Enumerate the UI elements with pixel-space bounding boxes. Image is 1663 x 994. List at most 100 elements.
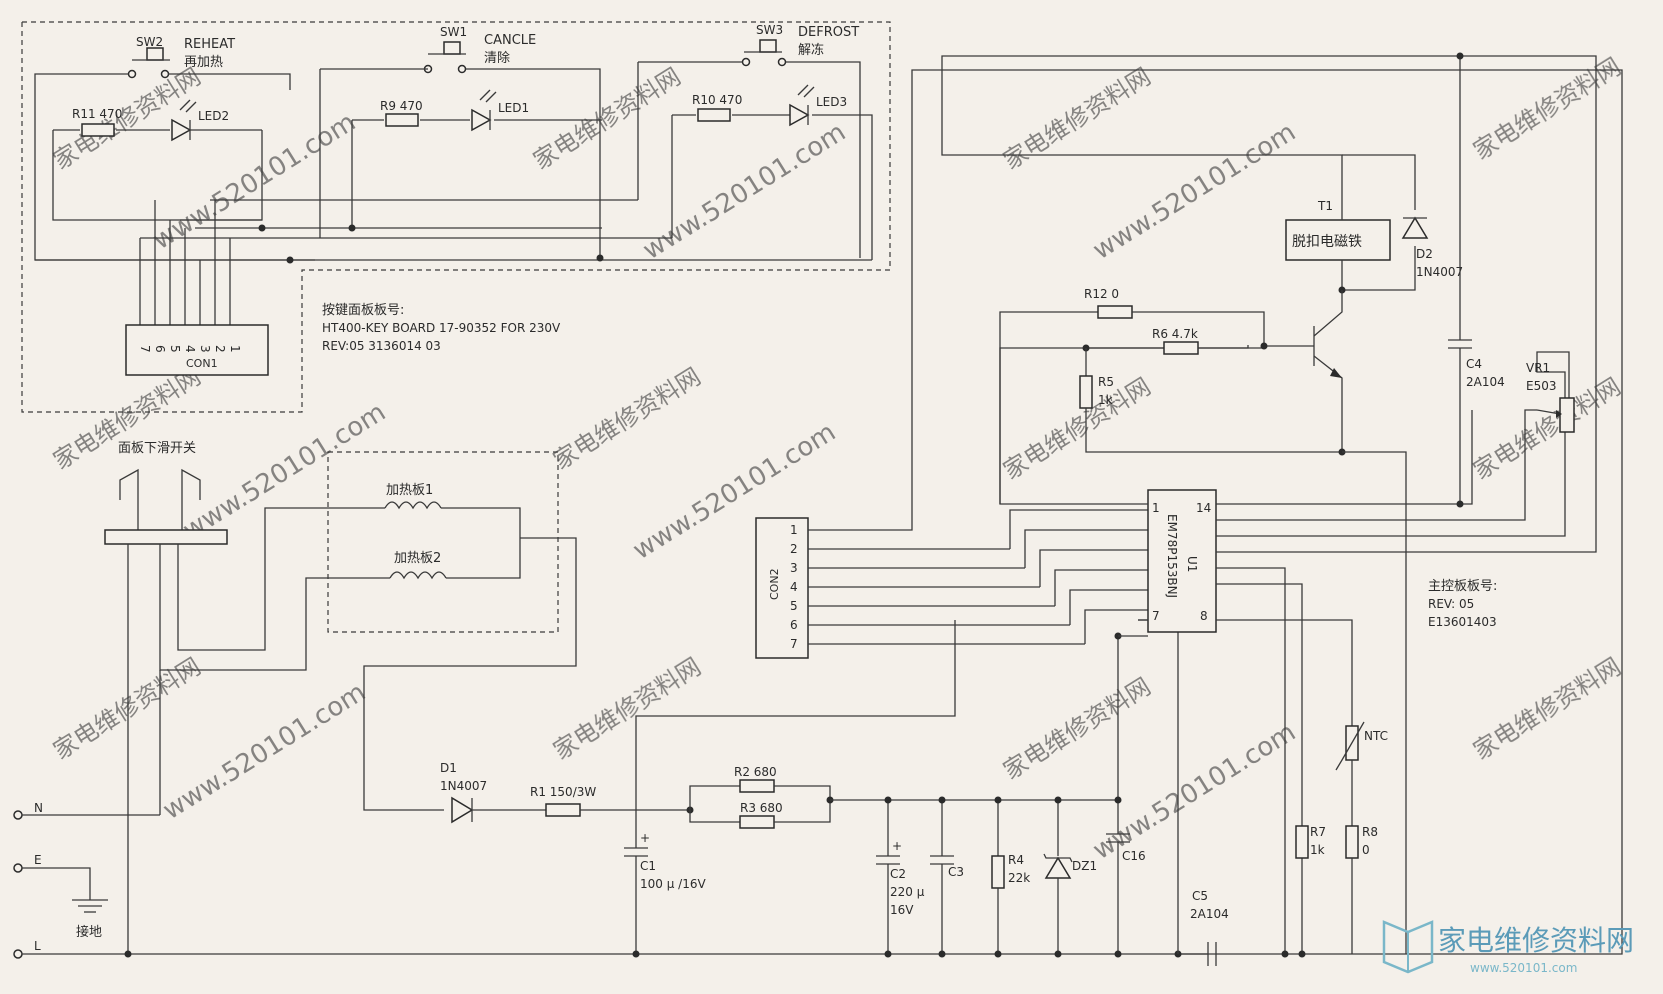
keyboard-board-line2: REV:05 3136014 03 xyxy=(322,339,441,353)
r12-resistor xyxy=(1097,305,1133,319)
con1-pin: 6 xyxy=(153,345,167,353)
logo-text: 家电维修资料网 xyxy=(1438,924,1634,957)
r4-resistor xyxy=(991,855,1005,889)
r5-resistor xyxy=(1079,375,1093,409)
con1-connector: 7 6 5 4 3 2 1 CON1 xyxy=(125,324,269,376)
con1-pin: 1 xyxy=(228,345,242,353)
r11-label: R11 470 xyxy=(72,107,122,121)
r5-ref: R5 xyxy=(1098,375,1114,389)
ground-label: 接地 xyxy=(76,924,102,940)
r1-resistor xyxy=(545,803,581,817)
r12-label: R12 0 xyxy=(1084,287,1119,301)
keyboard-outline xyxy=(21,21,891,413)
d1-part: 1N4007 xyxy=(440,779,487,793)
r9-label: R9 470 xyxy=(380,99,423,113)
r1-label: R1 150/3W xyxy=(530,785,596,799)
r10-label: R10 470 xyxy=(692,93,742,107)
r7-resistor xyxy=(1295,825,1309,859)
watermark-text: 家电维修资料网 xyxy=(998,372,1155,485)
c1-plus: + xyxy=(640,831,650,845)
d2-diode-icon xyxy=(1401,216,1429,239)
control-board-rev: REV: 05 xyxy=(1428,597,1474,611)
led3-label: LED3 xyxy=(816,95,847,109)
book-icon xyxy=(1382,920,1434,974)
sw3-cn: 解冻 xyxy=(798,42,824,58)
con2-pin: 2 xyxy=(790,542,798,556)
sw3-ref: SW3 xyxy=(756,23,783,37)
c2-value2: 16V xyxy=(890,903,914,917)
watermark-layer: 家电维修资料网 www.520101.com 家电维修资料网 www.52010… xyxy=(48,52,1625,866)
dz1-zener-icon xyxy=(1043,853,1073,879)
heater1-coil-icon xyxy=(384,501,442,510)
r11-resistor xyxy=(81,123,115,137)
con1-ref: CON1 xyxy=(186,357,218,370)
led1-icon xyxy=(471,89,497,132)
keyboard-board-title: 按键面板板号: xyxy=(322,303,404,318)
c4-value: 2A104 xyxy=(1466,375,1505,389)
r8-resistor xyxy=(1345,825,1359,859)
mains-l-label: L xyxy=(34,939,41,953)
site-logo: 家电维修资料网 www.520101.com xyxy=(1382,920,1634,975)
c1-value: 100 μ /16V xyxy=(640,877,706,891)
con1-pin: 4 xyxy=(183,345,197,353)
r4-ref: R4 xyxy=(1008,853,1024,867)
ntc-label: NTC xyxy=(1364,729,1388,743)
sw1-switch: SW1 CANCLE 清除 xyxy=(423,25,536,74)
c2-plus: + xyxy=(892,839,902,853)
watermark-text: 家电维修资料网 xyxy=(998,672,1155,785)
vr1-value: E503 xyxy=(1526,379,1557,393)
led3-icon xyxy=(789,84,815,127)
watermark-text: 家电维修资料网 xyxy=(48,652,205,765)
mains-e-label: E xyxy=(34,853,42,867)
r2-resistor xyxy=(739,779,775,793)
watermark-text: 家电维修资料网 xyxy=(548,362,705,475)
t1-relay: 脱扣电磁铁 T1 xyxy=(1285,199,1391,261)
u1-ic: 1 14 7 8 EM78P153BNJ U1 xyxy=(1147,489,1217,633)
mains-n-label: N xyxy=(34,801,43,815)
t1-label: 脱扣电磁铁 xyxy=(1292,234,1362,250)
u1-part: EM78P153BNJ xyxy=(1165,514,1179,598)
u1-pin7: 7 xyxy=(1152,609,1160,623)
heater2-coil-icon xyxy=(389,571,447,580)
con1-pin: 2 xyxy=(213,345,227,353)
watermark-text: www.520101.com xyxy=(638,117,851,266)
c2-ref: C2 xyxy=(890,867,906,881)
watermark-text: 家电维修资料网 xyxy=(1468,52,1625,165)
heater2-label: 加热板2 xyxy=(394,551,441,566)
con2-pin: 1 xyxy=(790,523,798,537)
slide-switch-label: 面板下滑开关 xyxy=(118,441,196,456)
sw2-switch: SW2 REHEAT 再加热 xyxy=(127,35,235,79)
u1-pin8: 8 xyxy=(1200,609,1208,623)
con2-connector: CON2 1 2 3 4 5 6 7 xyxy=(755,517,809,659)
c16-ref: C16 xyxy=(1122,849,1146,863)
sw1-ref: SW1 xyxy=(440,25,467,39)
r9-resistor xyxy=(385,113,419,127)
d2-part: 1N4007 xyxy=(1416,265,1463,279)
slide-switch-icon xyxy=(104,468,228,545)
sw2-name: REHEAT xyxy=(184,37,235,52)
d1-ref: D1 xyxy=(440,761,457,775)
con2-pin: 6 xyxy=(790,618,798,632)
sw3-name: DEFROST xyxy=(798,25,859,40)
con1-pin: 5 xyxy=(168,345,182,353)
watermark-text: 家电维修资料网 xyxy=(528,62,685,175)
led1-label: LED1 xyxy=(498,101,529,115)
sw2-ref: SW2 xyxy=(136,35,163,49)
c5-ref: C5 xyxy=(1192,889,1208,903)
ground-icon xyxy=(72,899,108,913)
r4-value: 22k xyxy=(1008,871,1030,885)
con2-pin: 5 xyxy=(790,599,798,613)
c5-value: 2A104 xyxy=(1190,907,1229,921)
key-board: SW2 REHEAT 再加热 SW1 CANCLE 清除 SW3 DEFROST… xyxy=(21,21,891,413)
sw1-cn: 清除 xyxy=(484,51,510,66)
sw2-cn: 再加热 xyxy=(184,55,223,70)
sw3-switch: SW3 DEFROST 解冻 xyxy=(741,23,859,67)
watermark-text: www.520101.com xyxy=(1088,117,1301,266)
d1-diode-icon xyxy=(451,796,474,824)
u1-pin14: 14 xyxy=(1196,501,1211,515)
r3-label: R3 680 xyxy=(740,801,783,815)
led2-icon xyxy=(171,99,197,142)
r3-resistor xyxy=(739,815,775,829)
c4-ref: C4 xyxy=(1466,357,1482,371)
